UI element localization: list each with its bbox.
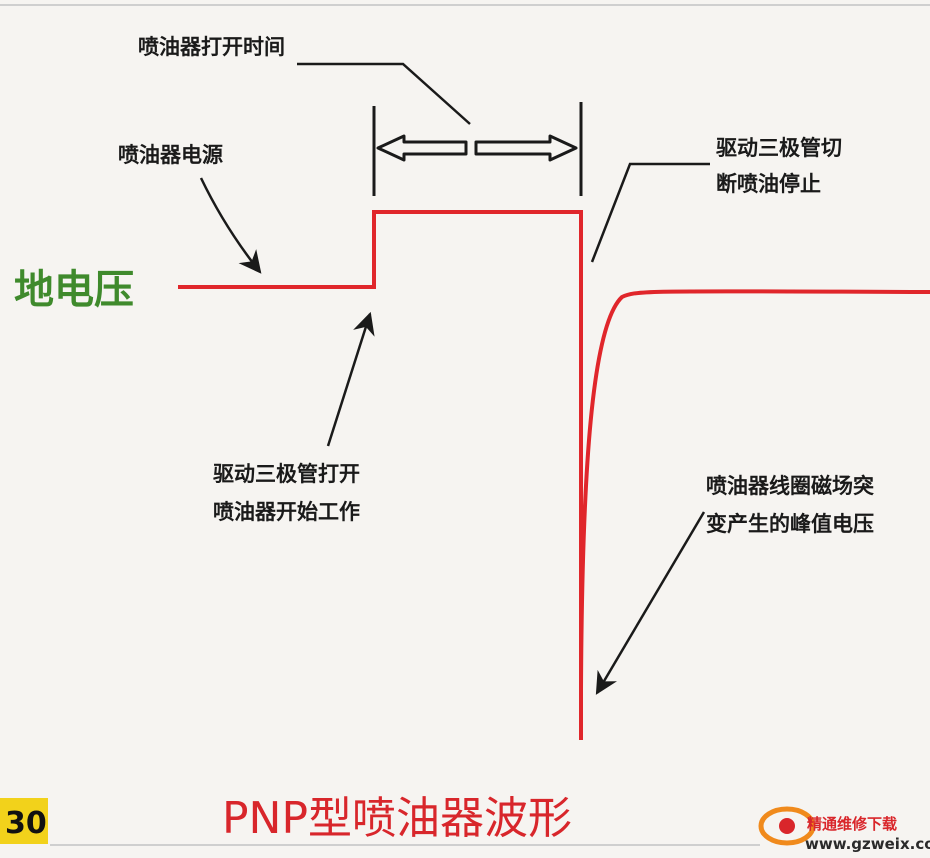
diagram-title: PNP型喷油器波形 <box>222 793 572 844</box>
watermark-logo-icon <box>758 806 816 846</box>
turn-on-arrow <box>326 311 375 447</box>
ground-voltage-label: 地电压 <box>14 267 134 313</box>
open-time-double-arrow <box>376 134 578 162</box>
page-number: 30 <box>5 806 47 841</box>
peak-label-line2: 变产生的峰值电压 <box>706 512 874 536</box>
turn-on-label-line2: 喷油器开始工作 <box>213 500 360 524</box>
cutoff-label-line1: 驱动三极管切 <box>716 136 842 160</box>
cutoff-label-line2: 断喷油停止 <box>716 172 821 196</box>
cutoff-leader <box>590 162 710 263</box>
waveform-recovery-curve <box>579 289 930 691</box>
turn-on-label-line1: 驱动三极管打开 <box>213 462 360 486</box>
supply-arrow <box>199 177 262 274</box>
peak-label-line1: 喷油器线圈磁场突 <box>706 474 874 498</box>
open-time-leader <box>297 62 471 125</box>
watermark-url: www.gzweix.com <box>805 835 930 853</box>
waveform-trace <box>178 210 583 740</box>
peak-arrow <box>595 511 706 695</box>
page-number-badge <box>0 798 48 844</box>
supply-label: 喷油器电源 <box>118 143 223 167</box>
open-time-label: 喷油器打开时间 <box>138 35 285 59</box>
watermark-name: 精通维修下载 <box>807 815 897 833</box>
